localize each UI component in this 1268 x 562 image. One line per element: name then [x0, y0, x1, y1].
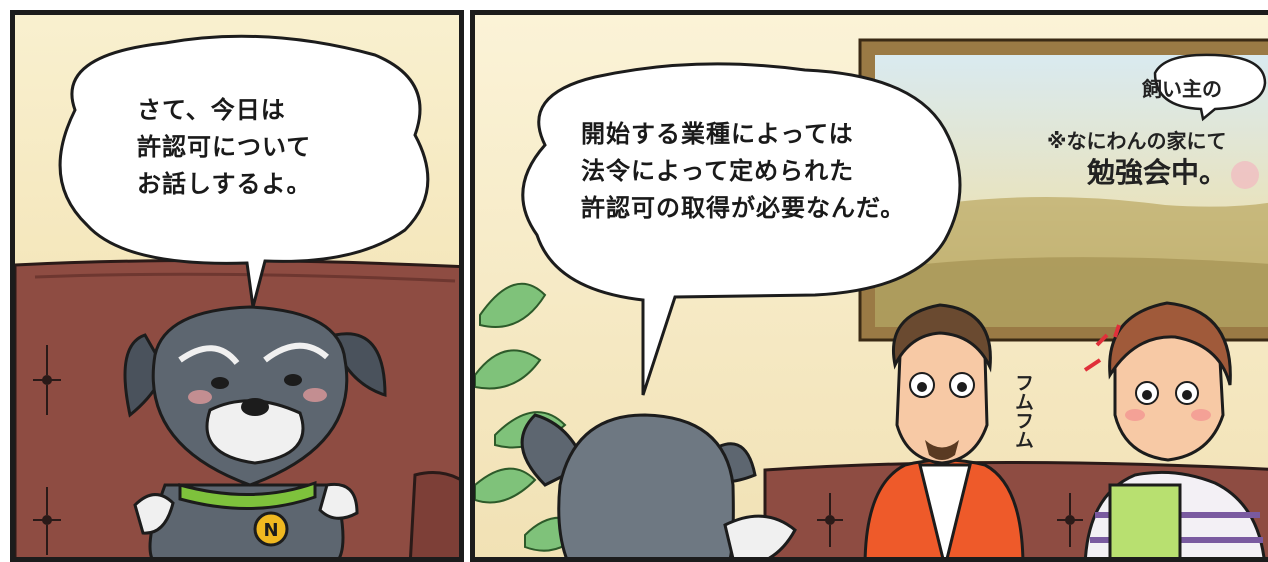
n-badge-icon — [253, 511, 289, 547]
collar-icon — [178, 480, 317, 510]
speech-text-left: さて、今日は 許認可について お話しするよ。 — [137, 92, 312, 203]
speech-line: 開始する業種によっては — [581, 120, 854, 148]
dog-mascot-back — [520, 413, 797, 557]
speech-text-right: 開始する業種によっては 法令によって定められた 許認可の取得が必要なんだ。 — [581, 116, 905, 227]
right-panel-artwork — [475, 15, 1268, 557]
man-character — [863, 303, 1025, 557]
speech-line: 許認可について — [137, 133, 312, 161]
speech-bubble-right — [521, 62, 962, 396]
left-comic-panel: N さて、今日は 許認可について お話しするよ。 — [10, 10, 464, 562]
dog-mascot-front — [123, 305, 387, 557]
woman-character — [1083, 301, 1266, 557]
badge-letter: N — [263, 520, 278, 541]
speech-line: さて、今日は — [137, 96, 286, 124]
owner-note-bubble — [1153, 53, 1267, 122]
owner-note-label: 飼い主の — [1142, 77, 1222, 101]
notebook-icon — [1108, 483, 1182, 557]
speech-line: 法令によって定められた — [581, 157, 855, 185]
surprise-marks-icon — [1083, 324, 1121, 372]
speech-line: 許認可の取得が必要なんだ。 — [581, 194, 906, 222]
left-panel-artwork: N — [15, 15, 459, 557]
speech-line: お話しするよ。 — [137, 170, 312, 198]
right-comic-panel: 開始する業種によっては 法令によって定められた 許認可の取得が必要なんだ。 飼い… — [470, 10, 1268, 562]
location-note-line2: 勉強会中。 — [1087, 156, 1228, 189]
location-note-line1: ※なにわんの家にて — [1047, 129, 1227, 153]
nodding-sound-effect: フムフム — [1012, 373, 1034, 449]
speech-bubble-left — [58, 34, 430, 308]
